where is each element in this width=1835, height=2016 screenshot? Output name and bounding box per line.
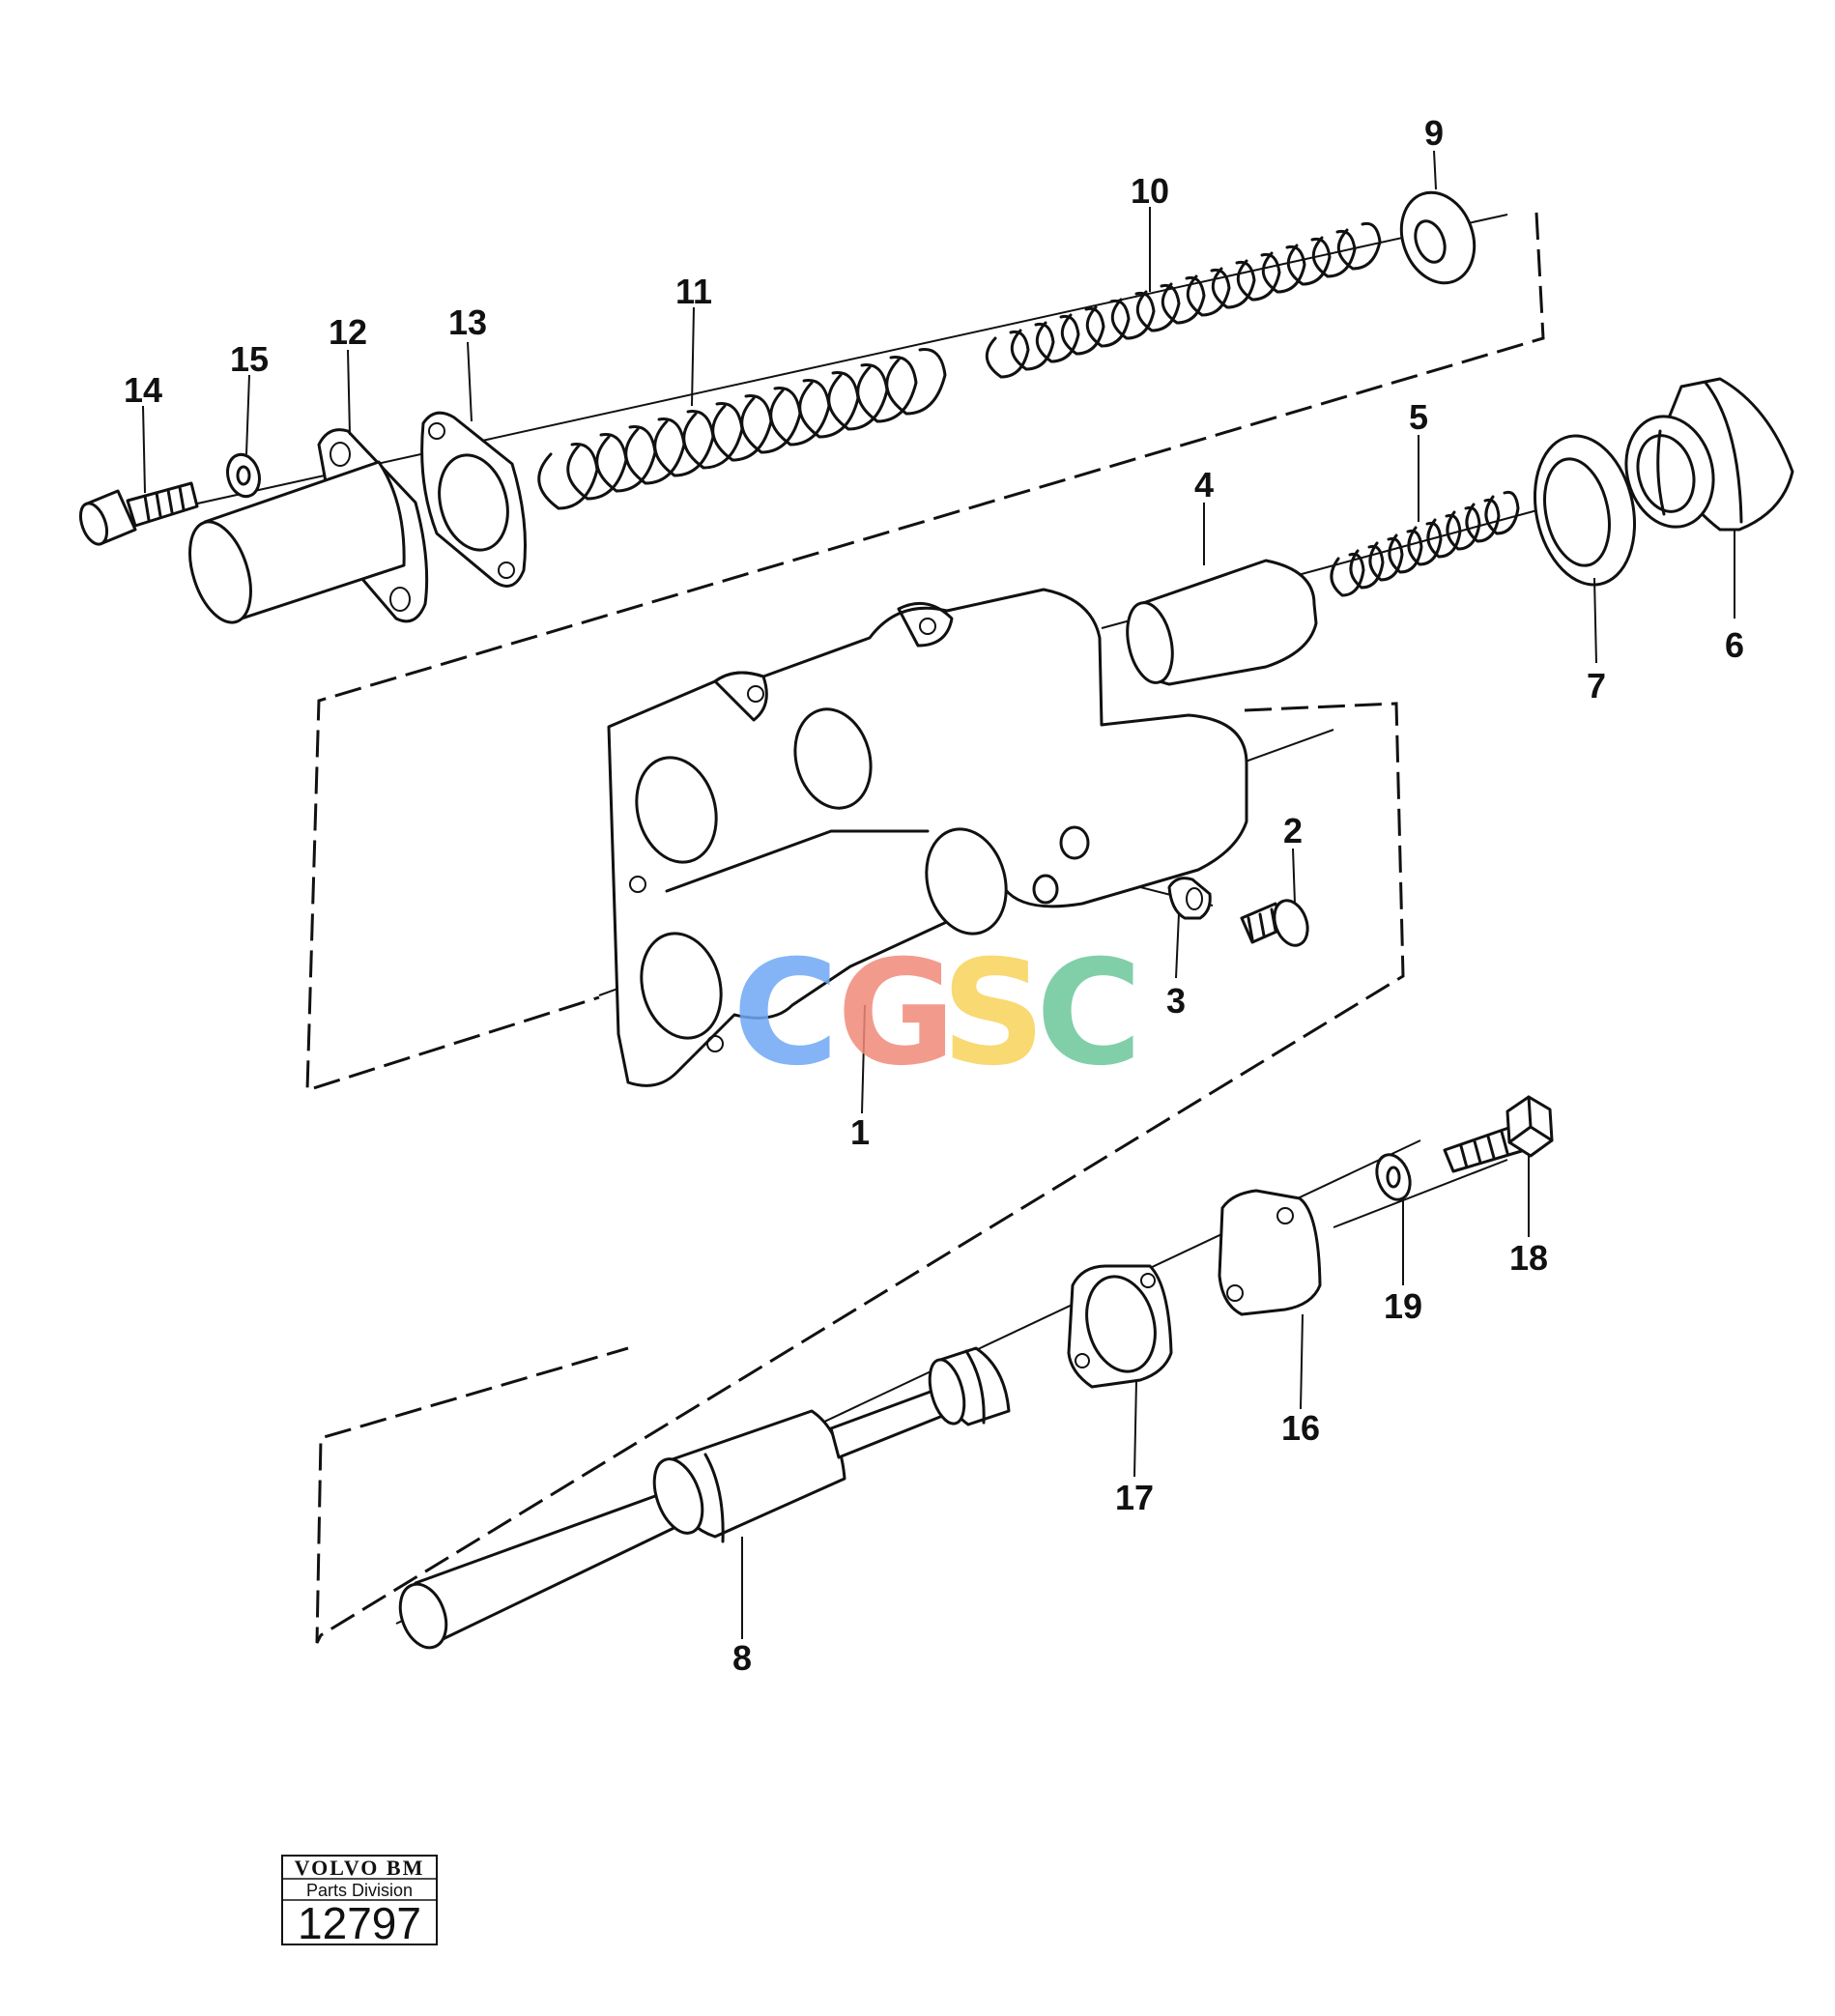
callout-19: 19 xyxy=(1384,1286,1422,1326)
callout-labels: 1 2 3 4 5 6 7 8 9 10 11 12 13 14 15 16 1… xyxy=(124,113,1744,1678)
callout-1: 1 xyxy=(850,1112,870,1152)
part-3-nipple xyxy=(1167,877,1212,920)
part-11-spring-large xyxy=(537,348,947,510)
callout-2: 2 xyxy=(1283,811,1303,850)
assembly-frame-upper xyxy=(305,212,1545,1093)
watermark-letter-2: G xyxy=(837,930,956,1098)
part-19-washer xyxy=(1375,1153,1412,1201)
callout-14: 14 xyxy=(124,370,162,410)
callout-4: 4 xyxy=(1194,465,1214,504)
callout-10: 10 xyxy=(1131,171,1169,211)
watermark-logo: C G S C xyxy=(732,930,1142,1098)
stamp-number: 12797 xyxy=(298,1898,421,1948)
watermark-letter-4: C xyxy=(1036,930,1142,1098)
callout-8: 8 xyxy=(732,1638,752,1678)
callout-13: 13 xyxy=(448,302,487,342)
callout-15: 15 xyxy=(230,339,269,379)
volvo-bm-stamp: VOLVO BM Parts Division 12797 xyxy=(281,1855,438,1948)
callout-17: 17 xyxy=(1115,1478,1154,1517)
callout-6: 6 xyxy=(1725,625,1744,665)
assembly-frame-middle xyxy=(315,702,1405,1644)
part-7-seal-ring xyxy=(1533,434,1637,587)
part-16-cover-plate xyxy=(1218,1189,1322,1316)
watermark-letter-3: S xyxy=(941,930,1046,1098)
callout-3: 3 xyxy=(1166,981,1186,1021)
part-18-hex-bolt xyxy=(1443,1095,1554,1173)
part-1-valve-housing xyxy=(607,588,1248,1087)
callout-11: 11 xyxy=(675,272,712,311)
part-2-screw xyxy=(1240,899,1309,947)
stamp-brand: VOLVO BM xyxy=(295,1856,425,1880)
part-4-piston xyxy=(1126,559,1318,686)
stamp-division: Parts Division xyxy=(306,1881,413,1900)
part-5-spring xyxy=(1330,490,1520,597)
callout-9: 9 xyxy=(1424,113,1444,153)
part-17-gasket xyxy=(1067,1264,1173,1389)
leader-lines xyxy=(142,150,1735,1639)
part-12-end-cover xyxy=(188,428,429,624)
callout-7: 7 xyxy=(1587,666,1606,706)
callout-18: 18 xyxy=(1509,1238,1548,1278)
part-8-spool xyxy=(398,1346,1011,1650)
part-15-washer xyxy=(226,452,261,499)
part-9-spring-seat xyxy=(1399,190,1477,285)
part-6-plug xyxy=(1624,377,1794,532)
callout-12: 12 xyxy=(329,312,367,352)
callout-16: 16 xyxy=(1281,1408,1320,1448)
part-10-spring-small xyxy=(985,221,1382,379)
watermark-letter-1: C xyxy=(732,930,839,1098)
callout-5: 5 xyxy=(1409,397,1428,437)
part-14-cap-screw xyxy=(78,481,199,546)
part-13-gasket xyxy=(420,411,527,588)
